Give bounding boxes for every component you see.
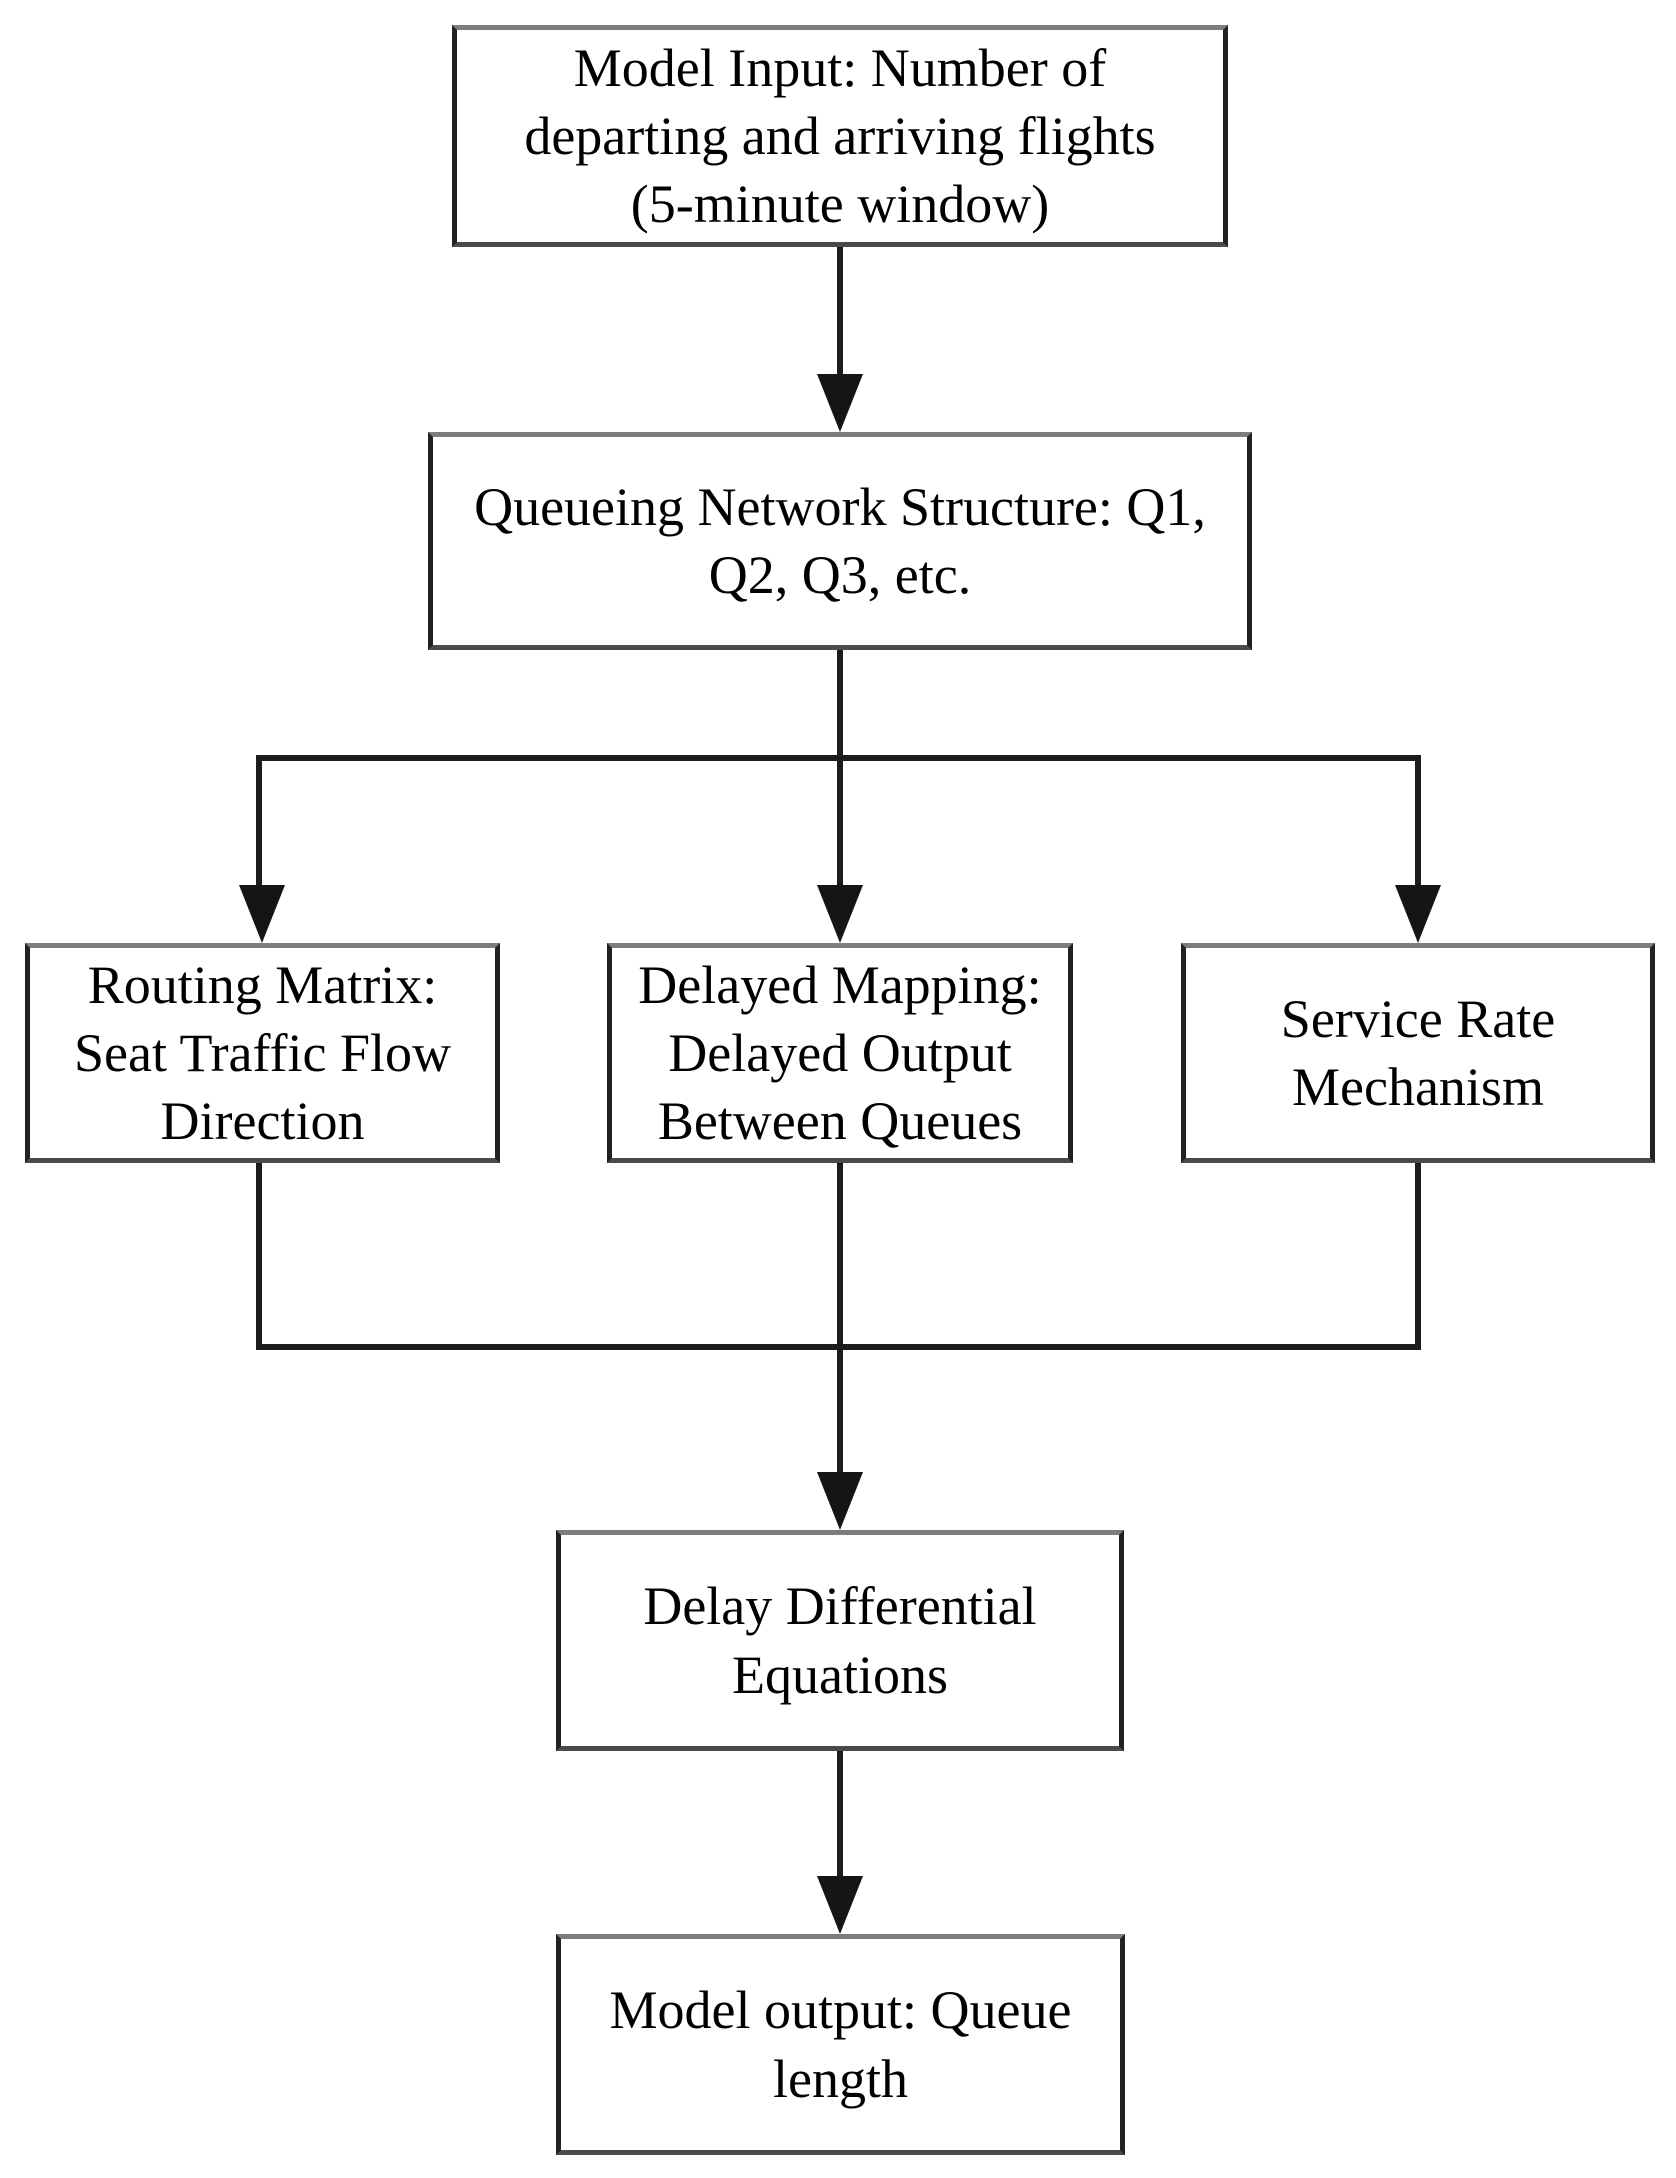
edge-branch-right-drop-line — [1415, 755, 1421, 888]
node-delayed-mapping-label: Delayed Mapping: Delayed Output Between … — [638, 954, 1042, 1152]
node-queueing-network-structure-label: Queueing Network Structure: Q1, Q2, Q3, … — [474, 476, 1206, 605]
node-delay-differential-equations: Delay Differential Equations — [556, 1530, 1124, 1751]
node-model-input: Model Input: Number of departing and arr… — [452, 25, 1228, 247]
edge-service-merge-line — [1415, 1163, 1421, 1350]
node-model-output-label: Model output: Queue length — [609, 1980, 1072, 2109]
edge-delayed-merge-line — [837, 1163, 843, 1350]
node-model-input-label: Model Input: Number of departing and arr… — [524, 37, 1156, 235]
edge-dde-to-output-line — [837, 1751, 843, 1879]
edge-model-input-to-queueing-line — [837, 247, 843, 385]
node-delay-differential-equations-label: Delay Differential Equations — [643, 1576, 1037, 1705]
node-queueing-network-structure: Queueing Network Structure: Q1, Q2, Q3, … — [428, 432, 1252, 650]
node-routing-matrix: Routing Matrix: Seat Traffic Flow Direct… — [25, 943, 500, 1163]
arrowhead-to-delay-differential — [817, 1472, 863, 1530]
arrowhead-to-queueing-network — [817, 374, 863, 432]
arrowhead-to-delayed-mapping — [817, 885, 863, 943]
arrowhead-to-routing-matrix — [239, 885, 285, 943]
edge-merge-stem-line — [837, 1350, 843, 1475]
arrowhead-to-service-rate — [1395, 885, 1441, 943]
edge-queueing-branch-stem-line — [837, 650, 843, 888]
node-service-rate-mechanism: Service Rate Mechanism — [1181, 943, 1655, 1163]
node-model-output: Model output: Queue length — [556, 1934, 1125, 2155]
edge-branch-left-drop-line — [256, 755, 262, 888]
edge-branch-horizontal-bar — [259, 755, 1421, 761]
node-delayed-mapping: Delayed Mapping: Delayed Output Between … — [607, 943, 1073, 1163]
edge-merge-horizontal-bar — [259, 1344, 1421, 1350]
node-service-rate-mechanism-label: Service Rate Mechanism — [1280, 988, 1556, 1117]
edge-routing-merge-line — [256, 1163, 262, 1350]
node-routing-matrix-label: Routing Matrix: Seat Traffic Flow Direct… — [73, 954, 452, 1152]
arrowhead-to-model-output — [817, 1876, 863, 1934]
